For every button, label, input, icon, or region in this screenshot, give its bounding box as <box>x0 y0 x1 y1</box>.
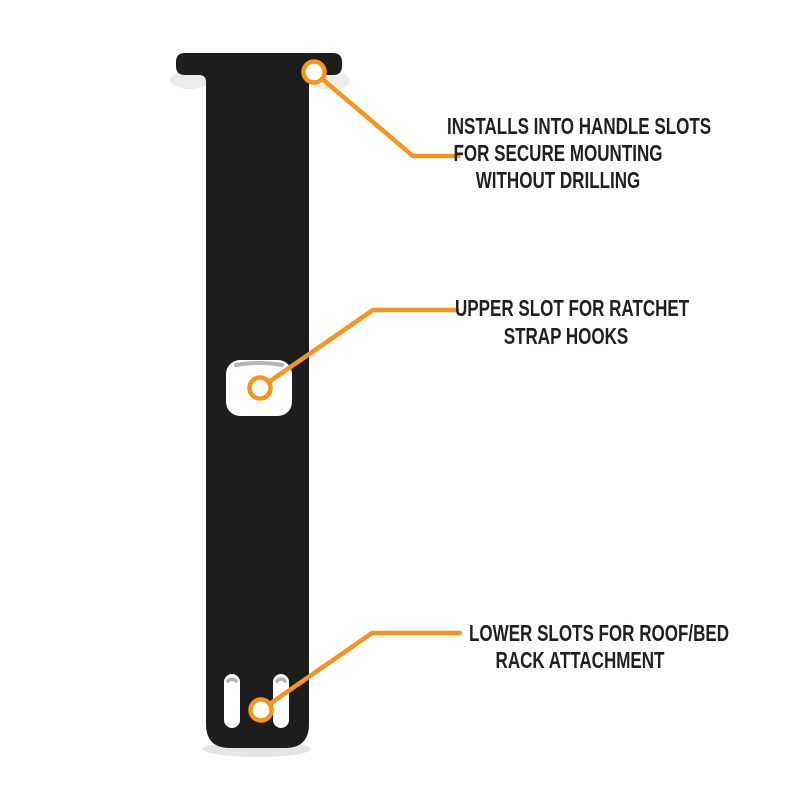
lower-slot-right-inner-shadow <box>275 677 287 683</box>
annotation-line: RACK ATTACHMENT <box>495 647 665 673</box>
callout-marker-lower-slots-icon <box>248 697 274 723</box>
annotation-handle-slots: INSTALLS INTO HANDLE SLOTS FOR SECURE MO… <box>447 113 712 194</box>
callout-marker-handle-slots-icon <box>301 59 327 85</box>
annotation-line: FOR SECURE MOUNTING <box>453 140 663 166</box>
lower-slot-left-inner-shadow <box>226 677 238 683</box>
annotation-line: INSTALLS INTO HANDLE SLOTS <box>447 113 712 139</box>
leader-line-upper-slot <box>257 307 460 391</box>
upper-slot-inner-shadow <box>234 361 284 367</box>
lower-slot-right-cutout <box>273 674 289 728</box>
leader-line-lower-slots <box>258 630 463 713</box>
annotation-line: STRAP HOOKS <box>503 323 629 349</box>
annotation-line: UPPER SLOT FOR RATCHET <box>455 295 690 321</box>
annotation-lower-slots: LOWER SLOTS FOR ROOF/BED RACK ATTACHMENT <box>469 620 730 674</box>
annotation-line: LOWER SLOTS FOR ROOF/BED <box>469 620 730 646</box>
annotation-line: WITHOUT DRILLING <box>475 167 641 193</box>
flange-shadow-left <box>170 71 210 89</box>
lower-slot-left-cutout <box>224 674 240 728</box>
annotation-upper-slot: UPPER SLOT FOR RATCHET STRAP HOOKS <box>455 294 690 350</box>
leader-line-handle-slots <box>311 69 461 159</box>
callout-marker-upper-slot-icon <box>247 375 273 401</box>
